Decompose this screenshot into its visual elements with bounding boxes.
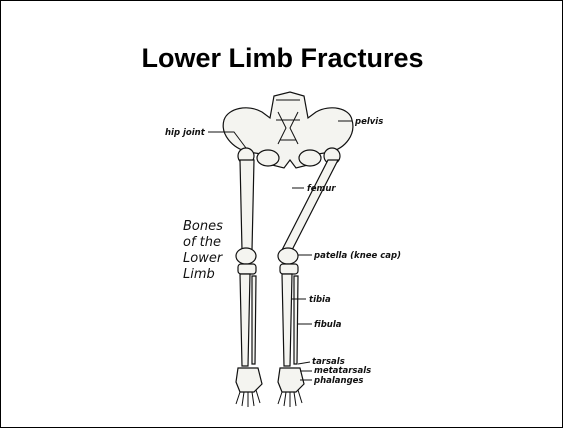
- caption-line-4: Limb: [183, 267, 215, 282]
- label-hip-joint: hip joint: [165, 128, 206, 138]
- label-pelvis: pelvis: [354, 117, 383, 127]
- label-fibula: fibula: [314, 320, 342, 330]
- label-phalanges: phalanges: [313, 376, 363, 386]
- caption-line-3: Lower: [183, 251, 224, 266]
- label-femur: femur: [307, 184, 336, 194]
- caption-line-2: of the: [183, 235, 221, 250]
- label-patella: patella (knee cap): [313, 251, 401, 261]
- label-metatarsals: metatarsals: [314, 366, 371, 376]
- label-tibia: tibia: [309, 295, 331, 305]
- left-leg-bones: [236, 148, 262, 407]
- caption-line-1: Bones: [183, 219, 223, 234]
